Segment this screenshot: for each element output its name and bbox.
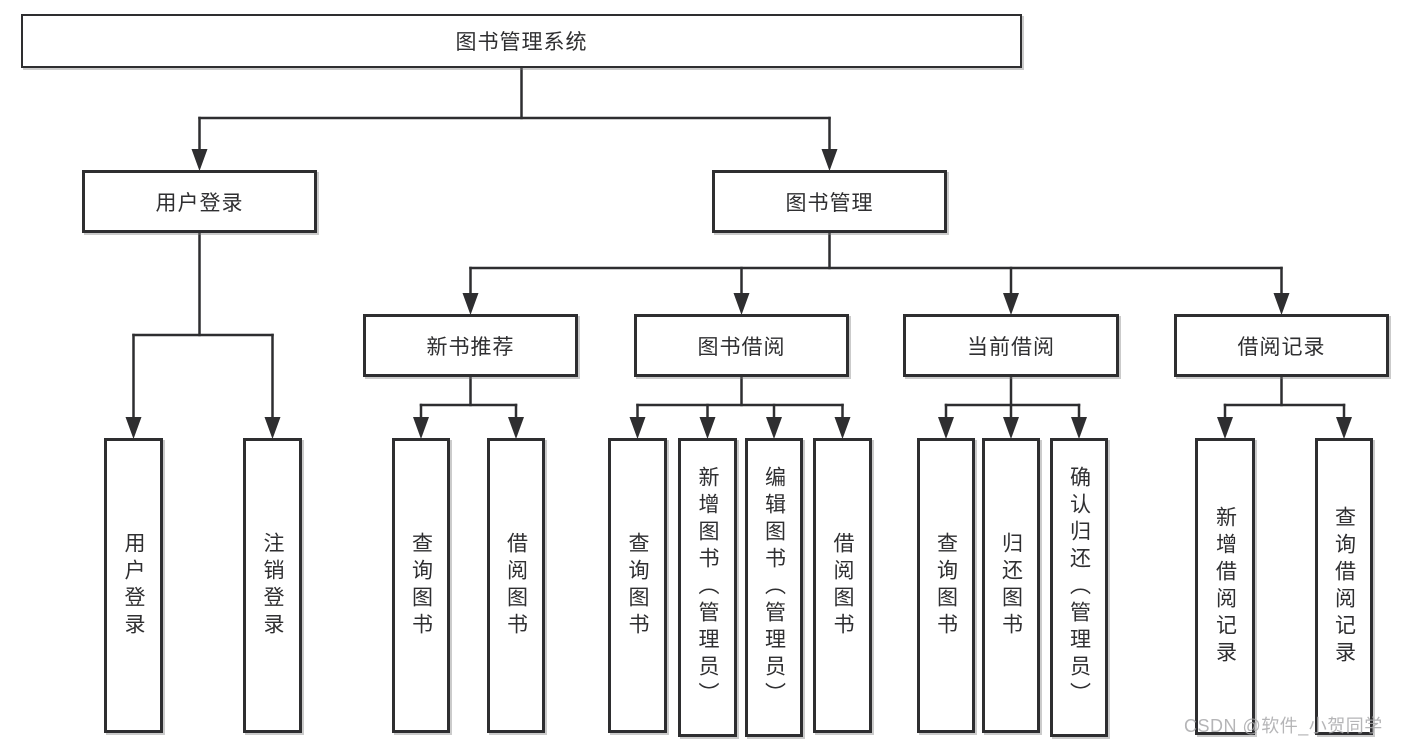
node-label-return-book: 归还图书 <box>999 531 1023 640</box>
node-return-book: 归还图书 <box>982 438 1040 733</box>
node-label-root: 图书管理系统 <box>455 31 588 54</box>
node-borrow-book-1: 借阅图书 <box>487 438 545 733</box>
arrowhead-icon <box>834 417 851 439</box>
node-label-logout-login: 注销登录 <box>261 531 284 640</box>
node-borrow-book-2: 借阅图书 <box>813 438 872 733</box>
node-new-book: 新书推荐 <box>363 314 578 377</box>
arrowhead-icon <box>733 293 750 315</box>
arrowhead-icon <box>1003 293 1019 315</box>
arrowhead-icon <box>413 417 429 439</box>
node-add-record: 新增借阅记录 <box>1195 438 1255 735</box>
node-user-login: 用户登录 <box>104 438 163 733</box>
node-search-book-1: 查询图书 <box>392 438 450 733</box>
node-label-user-login: 用户登录 <box>122 531 145 640</box>
node-label-new-book: 新书推荐 <box>426 335 515 359</box>
node-search-record: 查询借阅记录 <box>1315 438 1373 735</box>
node-label-add-book: 新增图书（管理员） <box>696 466 719 709</box>
node-search-book-2: 查询图书 <box>608 438 667 733</box>
arrowhead-icon <box>1217 417 1233 439</box>
node-label-mgmt: 图书管理 <box>785 191 874 215</box>
arrowhead-icon <box>125 417 142 439</box>
arrowhead-icon <box>629 417 646 439</box>
node-label-login: 用户登录 <box>155 191 244 215</box>
arrowhead-icon <box>1273 293 1290 315</box>
arrowhead-icon <box>508 417 524 439</box>
node-label-current-borrow: 当前借阅 <box>967 335 1055 359</box>
node-label-borrow-book-1: 借阅图书 <box>504 531 528 640</box>
arrowhead-icon <box>191 149 208 171</box>
node-label-search-book-2: 查询图书 <box>626 531 649 640</box>
arrowhead-icon <box>1071 417 1087 439</box>
arrowhead-icon <box>264 417 281 439</box>
arrowhead-icon <box>938 417 954 439</box>
node-label-edit-book: 编辑图书（管理员） <box>762 466 786 709</box>
node-mgmt: 图书管理 <box>712 170 947 233</box>
arrowhead-icon <box>462 293 479 315</box>
node-label-search-book-1: 查询图书 <box>409 531 433 640</box>
node-edit-book: 编辑图书（管理员） <box>745 438 803 737</box>
node-root: 图书管理系统 <box>21 14 1022 68</box>
node-add-book: 新增图书（管理员） <box>678 438 737 737</box>
node-label-borrow-records: 借阅记录 <box>1237 335 1326 359</box>
node-label-search-record: 查询借阅记录 <box>1332 505 1356 668</box>
node-label-confirm-return: 确认归还（管理员） <box>1067 466 1091 709</box>
arrowhead-icon <box>1003 417 1019 439</box>
node-search-book-3: 查询图书 <box>917 438 975 733</box>
arrowhead-icon <box>821 149 838 171</box>
arrowhead-icon <box>766 417 782 439</box>
node-borrow-records: 借阅记录 <box>1174 314 1389 377</box>
node-login: 用户登录 <box>82 170 317 233</box>
node-confirm-return: 确认归还（管理员） <box>1050 438 1108 737</box>
node-label-add-record: 新增借阅记录 <box>1213 505 1237 668</box>
node-logout-login: 注销登录 <box>243 438 302 733</box>
node-label-search-book-3: 查询图书 <box>934 531 958 640</box>
arrowhead-icon <box>1336 417 1352 439</box>
node-current-borrow: 当前借阅 <box>903 314 1119 377</box>
watermark: CSDN @软件_小贺同学 <box>1184 716 1383 736</box>
arrowhead-icon <box>699 417 716 439</box>
node-book-borrow: 图书借阅 <box>634 314 849 377</box>
node-label-book-borrow: 图书借阅 <box>697 335 786 359</box>
node-label-borrow-book-2: 借阅图书 <box>831 531 854 640</box>
